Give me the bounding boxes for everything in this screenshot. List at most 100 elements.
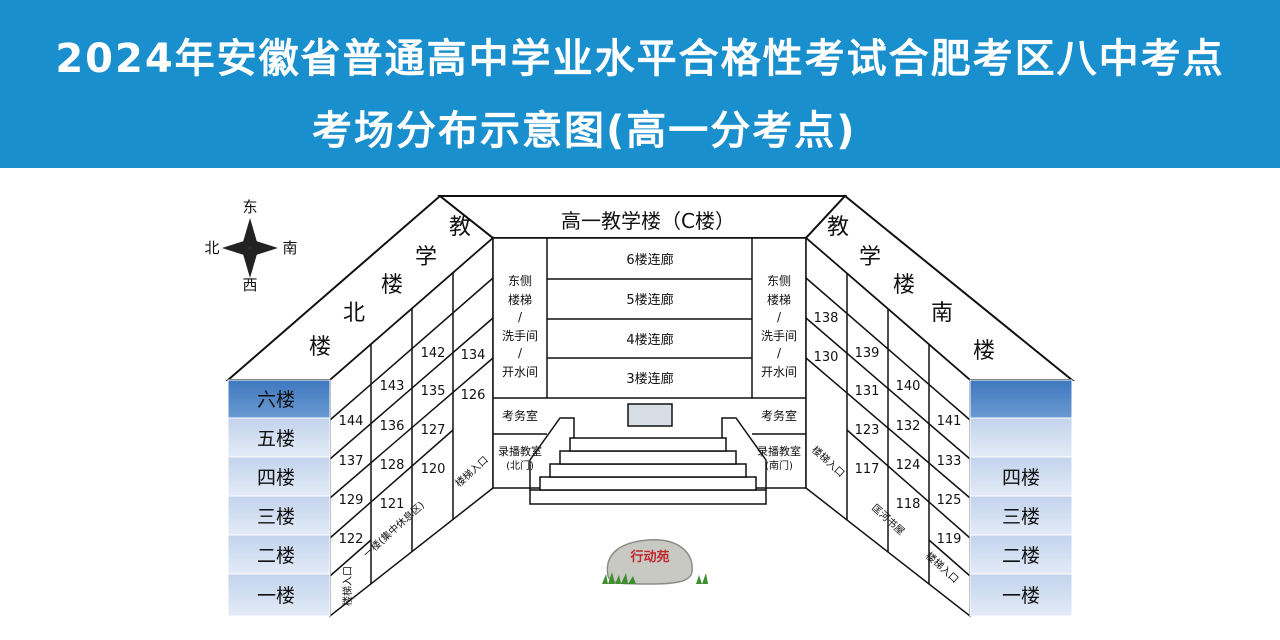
room-number: 126 [461,388,486,403]
screen [627,403,673,427]
compass-west-label: 西 [242,276,257,294]
north-label-char: 楼 [381,273,403,298]
south-label-char: 南 [931,301,953,326]
floor-label: 一楼 [1002,585,1040,607]
rock-inscription: 行动苑 [629,549,669,565]
room-number: 142 [421,346,446,361]
corridor-labels: 6楼连廊 5楼连廊 4楼连廊 3楼连廊 [626,252,673,387]
divider [329,539,372,577]
stair-step [559,450,737,465]
floor-cell-4 [227,456,331,497]
divider [329,429,454,539]
stair-text: 楼梯 [767,292,791,307]
north-label-char: 楼 [309,335,331,360]
floor-label: 二楼 [257,545,295,567]
stair-text: / [518,346,523,360]
room-number: 129 [339,493,364,508]
recording-room-right: 录播教室 [757,444,801,458]
exam-room-map: 东 西 北 南 高一教学楼（C楼） 教 学 楼 北 楼 教 学 楼 南 楼 14 [204,194,1075,618]
north-label-char: 教 [449,215,471,240]
room-number: 138 [814,311,839,326]
recording-room-left: 录播教室 [498,444,542,458]
room-number: 118 [896,497,921,512]
floor-cell-6 [969,379,1073,419]
floor-cell-2 [969,534,1073,575]
room-number: 127 [421,423,446,438]
divider [805,277,971,421]
center-offices: 考务室 考务室 录播教室 (北门) 录播教室 (南门) [498,408,801,472]
building-c-label: 高一教学楼（C楼） [561,209,735,233]
recording-room-right-door: (南门) [765,459,793,472]
divider [928,539,971,577]
floor-cell-6 [227,379,331,419]
room-number: 125 [937,493,962,508]
south-floor-column: 四楼 三楼 二楼 一楼 [969,379,1073,617]
recording-room-left-door: (北门) [506,459,534,472]
floor-cell-3 [969,495,1073,536]
north-label-char: 北 [343,301,365,326]
floor-label: 三楼 [1002,506,1040,528]
floor-cell-5 [227,417,331,458]
room-number: 128 [380,458,405,473]
room-number: 140 [896,379,921,394]
corridor-label: 5楼连廊 [626,292,673,308]
header-banner [0,0,1280,168]
compass-arrow-south [250,241,278,255]
north-building-label: 教 学 楼 北 楼 [309,215,471,360]
stair-text: 楼梯 [508,292,532,307]
corridor-label: 4楼连廊 [626,332,673,348]
c-building [492,237,807,489]
page-subtitle: 考场分布示意图(高一分考点) [312,108,857,154]
east-stair-left: 东侧 楼梯 / 洗手间 / 开水间 [502,274,538,379]
compass-south-label: 南 [282,239,297,257]
stair-text: 开水间 [761,365,797,379]
compass-north-label: 北 [204,239,219,257]
room-number: 117 [855,462,880,477]
corridor-label: 6楼连廊 [626,252,673,268]
main-stairs [529,417,767,505]
room-number: 130 [814,350,839,365]
floor-cell-5 [969,417,1073,458]
floor-label: 三楼 [257,506,295,528]
room-number: 143 [380,379,405,394]
floor-cell-3 [227,495,331,536]
stair-text: / [518,310,523,324]
stair-text: 东侧 [508,274,532,288]
stair-text: 开水间 [502,365,538,379]
floor-label: 一楼 [257,585,295,607]
room-number: 137 [339,454,364,469]
room-number: 122 [339,532,364,547]
divider [329,277,494,421]
compass: 东 西 北 南 [204,198,297,294]
divider [805,317,971,460]
room-number: 136 [380,419,405,434]
room-number: 120 [421,462,446,477]
page-title: 2024年安徽省普通高中学业水平合格性考试合肥考区八中考点 [55,36,1225,82]
south-wing [805,236,971,618]
compass-arrow-east [243,218,257,248]
stair-text: 洗手间 [502,329,538,343]
room-number: 124 [896,458,921,473]
exam-office-right: 考务室 [761,408,797,423]
floor-cell-1 [227,573,331,617]
compass-arrow-north [222,241,250,255]
room-number: 132 [896,419,921,434]
south-building-label: 教 学 楼 南 楼 [827,215,995,364]
room-number: 131 [855,384,880,399]
compass-arrow-west [243,248,257,278]
floor-cell-1 [969,573,1073,617]
floor-label: 四楼 [257,467,295,489]
room-number: 141 [937,414,962,429]
rock-sculpture: 行动苑 [602,539,708,585]
divider [329,317,494,460]
east-stair-right: 东侧 楼梯 / 洗手间 / 开水间 [761,274,797,379]
room-number: 144 [339,414,364,429]
divider [805,357,971,499]
south-label-char: 楼 [973,339,995,364]
room-number: 121 [380,497,405,512]
stair-rail [721,417,767,490]
stair-step [529,489,767,505]
corridor-label: 3楼连廊 [626,371,673,387]
floor-cell-4 [969,456,1073,497]
stair-text: 洗手间 [761,329,797,343]
